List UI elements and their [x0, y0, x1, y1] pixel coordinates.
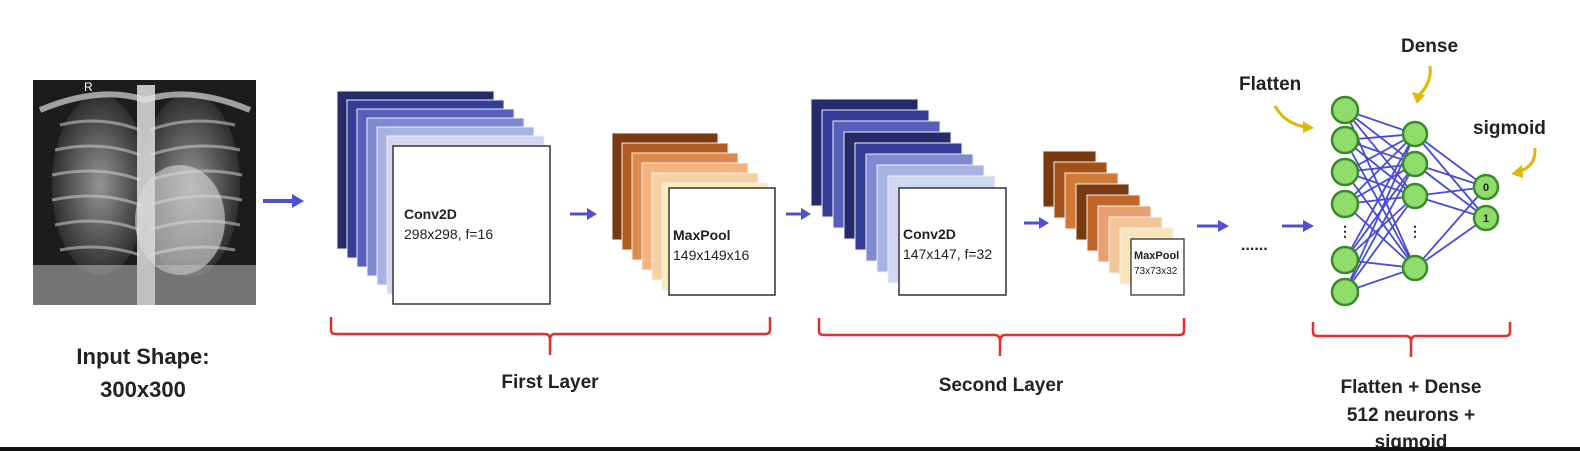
sigmoid-callout-arrow [1511, 147, 1537, 178]
flatten-neuron [1330, 189, 1360, 219]
conv2d-dims-2: 147x147, f=32 [903, 246, 992, 262]
output-neuron [1472, 204, 1500, 232]
dense-neuron [1401, 182, 1429, 210]
conv2d-box-1: Conv2D 298x298, f=16 [392, 145, 551, 305]
brace-first-layer [329, 317, 772, 355]
neuron-layers [1330, 95, 1500, 307]
maxpool-box-2: MaxPool 73x73x32 [1130, 238, 1185, 296]
flatten-neuron [1330, 277, 1360, 307]
neuron-connection [1344, 133, 1416, 205]
flatten-callout-arrow [1273, 105, 1314, 133]
flatten-neuron [1330, 157, 1360, 187]
output-neuron-0-label: 0 [1483, 182, 1489, 194]
brace-second-layer [817, 318, 1186, 356]
flatten-vdots: ⋮ [1338, 223, 1352, 239]
neuron-connection [1344, 171, 1416, 269]
output-neuron-1-label: 1 [1483, 213, 1489, 225]
xray-marker: R [84, 80, 93, 94]
neuron-connection [1414, 133, 1487, 188]
sigmoid-label: sigmoid [1473, 118, 1546, 139]
dense-neuron [1401, 120, 1429, 148]
flatten-dense-label-line1: Flatten + Dense [1341, 377, 1482, 398]
maxpool-title-2: MaxPool [1134, 250, 1179, 262]
input-shape-value: 300x300 [100, 377, 186, 402]
input-shape-label: Input Shape: [76, 344, 209, 369]
maxpool-box-1: MaxPool 149x149x16 [668, 187, 776, 296]
first-layer-label: First Layer [501, 372, 599, 393]
conv2d-box-2: Conv2D 147x147, f=32 [898, 187, 1007, 296]
bottom-border [0, 447, 1580, 451]
conv2d-title-2: Conv2D [903, 226, 956, 242]
flatten-dense-label-line2: 512 neurons + [1347, 405, 1475, 426]
neuron-connection [1344, 203, 1416, 269]
maxpool-title-1: MaxPool [673, 227, 731, 243]
xray-image: R [33, 80, 256, 305]
dense-neuron [1401, 150, 1429, 178]
neuron-connection [1344, 195, 1416, 293]
neuron-connection [1344, 133, 1416, 261]
second-layer-label: Second Layer [939, 375, 1064, 396]
conv2d-dims-1: 298x298, f=16 [404, 226, 493, 242]
dense-vdots: ⋮ [1408, 223, 1422, 239]
dense-label: Dense [1401, 36, 1458, 57]
neuron-connection [1414, 186, 1487, 269]
conv2d-title-1: Conv2D [404, 206, 457, 222]
flatten-neuron [1330, 245, 1360, 275]
neuron-connection [1414, 217, 1487, 269]
arrow-input-to-conv1 [263, 194, 304, 208]
neuron-connection [1344, 163, 1416, 293]
flatten-dense-label-line3: sigmoid [1375, 432, 1448, 451]
ellipsis: ...... [1241, 237, 1268, 254]
dense-callout-arrow [1412, 65, 1432, 104]
arrow-ellipsis-to-flatten [1282, 220, 1314, 232]
arrow-conv2-to-pool2 [1024, 217, 1049, 229]
arrow-pool2-to-ellipsis [1197, 220, 1229, 232]
flatten-neuron [1330, 125, 1360, 155]
arrow-conv1-to-pool1 [570, 208, 597, 220]
output-neuron [1472, 173, 1500, 201]
flatten-label: Flatten [1239, 74, 1301, 95]
dense-neuron [1401, 254, 1429, 282]
arrow-pool1-to-conv2 [786, 208, 811, 220]
brace-flatten-dense [1311, 322, 1512, 357]
maxpool-dims-1: 149x149x16 [673, 247, 750, 263]
maxpool-feature-map-stack-2 [1042, 150, 1174, 285]
neuron-connection [1344, 139, 1416, 269]
maxpool-dims-2: 73x73x32 [1134, 266, 1178, 277]
flatten-neuron [1330, 95, 1360, 125]
